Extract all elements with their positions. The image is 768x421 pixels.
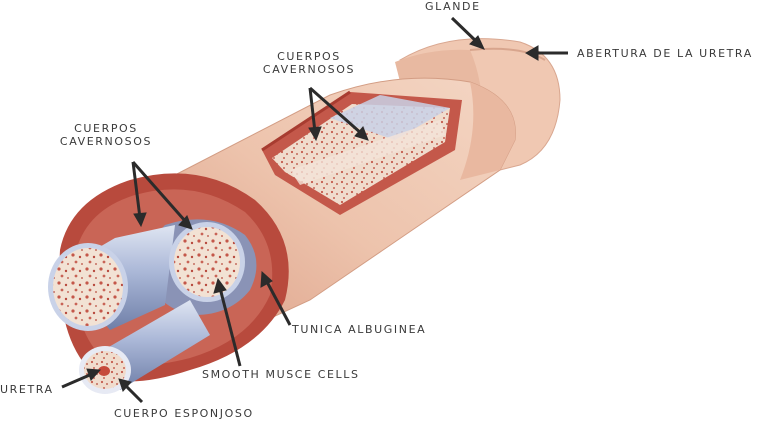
label-tunica-albuginea: TUNICA ALBUGINEA [292, 323, 427, 336]
label-smooth-muscle-cells: SMOOTH MUSCE CELLS [202, 368, 360, 381]
arrow-icon [61, 16, 568, 404]
spongiosum-tube [79, 300, 210, 394]
label-cuerpos-top-line1: CUERPOS [277, 50, 341, 63]
cutaway-section [261, 90, 462, 215]
right-cavernous-body [169, 222, 245, 302]
label-cuerpos-top-line2: CAVERNOSOS [262, 63, 356, 76]
label-abertura-uretra: ABERTURA DE LA URETRA [577, 47, 753, 60]
label-cuerpos-left-line1: CUERPOS [74, 122, 138, 135]
urethra-opening [98, 366, 110, 376]
left-cavernous-body [48, 225, 175, 331]
label-cuerpos-cavernosos-top: CUERPOS CAVERNOSOS [255, 50, 363, 76]
label-cuerpos-left-line2: CAVERNOSOS [59, 135, 153, 148]
label-cuerpos-cavernosos-left: CUERPOS CAVERNOSOS [52, 122, 160, 148]
label-glande: GLANDE [425, 0, 481, 13]
label-uretra: URETRA [0, 383, 54, 396]
label-cuerpo-esponjoso: CUERPO ESPONJOSO [114, 407, 254, 420]
